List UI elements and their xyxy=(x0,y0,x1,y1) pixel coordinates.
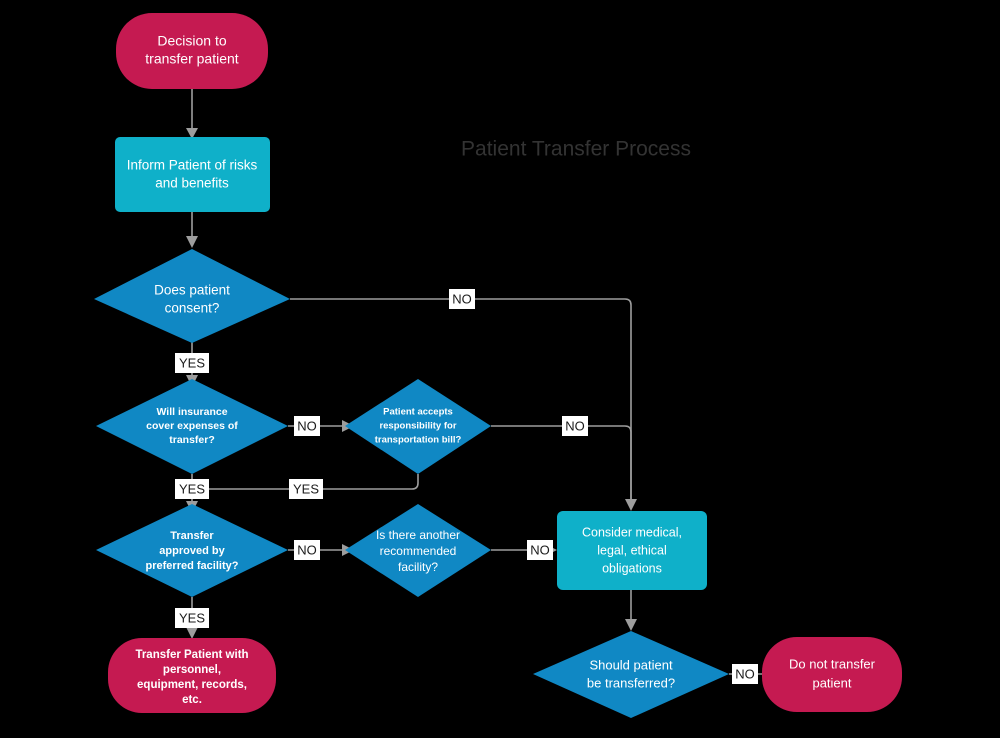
decision-shape-insurance xyxy=(96,379,288,474)
label-bg-another-no xyxy=(527,540,553,560)
edge-label-approved-no: NO xyxy=(294,540,320,560)
node-transfer-line-4: etc. xyxy=(182,694,202,706)
terminal-shape-donot xyxy=(762,637,902,712)
node-start-line-1: Decision to xyxy=(157,33,226,49)
node-decision-to-transfer-patient[interactable]: Decision to transfer patient xyxy=(116,13,268,89)
node-patient-accepts-responsibility[interactable]: Patient accepts responsibility for trans… xyxy=(345,379,491,474)
node-inform-line-1: Inform Patient of risks xyxy=(127,158,258,173)
arrowhead-approved-yes xyxy=(186,627,198,639)
edge-responsibility-no-to-consider xyxy=(491,425,632,500)
node-should-line-1: Should patient xyxy=(589,657,673,672)
decision-shape-responsibility xyxy=(345,379,491,474)
node-responsibility-line-1: Patient accepts xyxy=(383,407,453,418)
node-insurance-line-1: Will insurance xyxy=(156,406,227,418)
edge-label-insurance-no: NO xyxy=(294,416,320,436)
node-should-patient-be-transferred[interactable]: Should patient be transferred? xyxy=(533,631,729,718)
label-bg-responsibility-no xyxy=(562,416,588,436)
label-text-responsibility-yes: YES xyxy=(293,481,319,496)
node-do-not-transfer-patient[interactable]: Do not transfer patient xyxy=(762,637,902,712)
node-approved-line-2: approved by xyxy=(159,545,225,557)
label-text-consent-no: NO xyxy=(452,291,472,306)
process-shape-inform xyxy=(115,137,270,212)
node-transfer-line-2: personnel, xyxy=(163,664,221,676)
edge-label-should-no: NO xyxy=(732,664,758,684)
label-bg-approved-no xyxy=(294,540,320,560)
node-consent-line-2: consent? xyxy=(165,301,220,316)
node-consider-obligations[interactable]: Consider medical, legal, ethical obligat… xyxy=(557,511,707,590)
node-another-line-1: Is there another xyxy=(376,528,460,542)
decision-shape-approved xyxy=(96,504,288,597)
edge-label-responsibility-no: NO xyxy=(562,416,588,436)
label-text-insurance-no: NO xyxy=(297,418,317,433)
terminal-shape-transfer xyxy=(108,638,276,713)
edge-label-consent-yes: YES xyxy=(175,353,209,373)
arrowhead-consent-no xyxy=(625,499,637,511)
node-insurance-line-3: transfer? xyxy=(169,434,215,446)
label-bg-consent-no xyxy=(449,289,475,309)
label-text-approved-no: NO xyxy=(297,542,317,557)
node-should-line-2: be transferred? xyxy=(587,675,675,690)
edge-consent-no-to-consider xyxy=(290,298,632,500)
page-title: Patient Transfer Process xyxy=(461,138,691,161)
node-is-there-another-facility[interactable]: Is there another recommended facility? xyxy=(345,504,491,597)
node-donot-line-2: patient xyxy=(812,675,851,690)
edge-labels-layer: NO YES NO NO YES YES xyxy=(175,289,758,684)
label-bg-approved-yes xyxy=(175,608,209,628)
node-consider-line-1: Consider medical, xyxy=(582,525,682,539)
edge-label-consent-no: NO xyxy=(449,289,475,309)
label-bg-insurance-yes xyxy=(175,479,209,499)
label-text-responsibility-no: NO xyxy=(565,418,585,433)
label-text-approved-yes: YES xyxy=(179,610,205,625)
edge-label-responsibility-yes: YES xyxy=(289,479,323,499)
node-another-line-3: facility? xyxy=(398,560,438,574)
node-consider-line-3: obligations xyxy=(602,561,662,575)
node-responsibility-line-3: transportation bill? xyxy=(375,435,462,446)
node-inform-line-2: and benefits xyxy=(155,176,229,191)
decision-shape-should xyxy=(533,631,729,718)
node-approved-line-3: preferred facility? xyxy=(146,560,239,572)
label-text-consent-yes: YES xyxy=(179,355,205,370)
label-text-insurance-yes: YES xyxy=(179,481,205,496)
edge-responsibility-yes-to-approved xyxy=(192,474,419,490)
node-insurance-line-2: cover expenses of xyxy=(146,420,238,432)
label-text-should-no: NO xyxy=(735,666,755,681)
decision-shape-another xyxy=(345,504,491,597)
label-text-another-no: NO xyxy=(530,542,550,557)
node-responsibility-line-2: responsibility for xyxy=(379,421,456,432)
decision-shape-consent xyxy=(94,249,290,343)
label-bg-should-no xyxy=(732,664,758,684)
node-consider-line-2: legal, ethical xyxy=(597,543,667,557)
terminal-shape-start xyxy=(116,13,268,89)
node-transfer-approved-by-preferred-facility[interactable]: Transfer approved by preferred facility? xyxy=(96,504,288,597)
edge-label-insurance-yes: YES xyxy=(175,479,209,499)
node-another-line-2: recommended xyxy=(380,544,457,558)
edge-label-another-no: NO xyxy=(527,540,553,560)
label-bg-consent-yes xyxy=(175,353,209,373)
process-shape-consider xyxy=(557,511,707,590)
node-will-insurance-cover[interactable]: Will insurance cover expenses of transfe… xyxy=(96,379,288,474)
node-donot-line-1: Do not transfer xyxy=(789,656,876,671)
arrowhead-inform-to-consent xyxy=(186,236,198,248)
label-bg-responsibility-yes xyxy=(289,479,323,499)
node-consent-line-1: Does patient xyxy=(154,283,230,298)
node-transfer-patient-with-personnel[interactable]: Transfer Patient with personnel, equipme… xyxy=(108,638,276,713)
node-transfer-line-3: equipment, records, xyxy=(137,679,247,691)
arrowhead-start-to-inform xyxy=(186,128,198,139)
label-bg-insurance-no xyxy=(294,416,320,436)
node-start-line-2: transfer patient xyxy=(145,51,238,67)
edge-label-approved-yes: YES xyxy=(175,608,209,628)
node-inform-patient[interactable]: Inform Patient of risks and benefits xyxy=(115,137,270,212)
node-does-patient-consent[interactable]: Does patient consent? xyxy=(94,249,290,343)
node-transfer-line-1: Transfer Patient with xyxy=(135,649,248,661)
node-approved-line-1: Transfer xyxy=(170,530,214,542)
arrowhead-consider-to-should xyxy=(625,619,637,631)
